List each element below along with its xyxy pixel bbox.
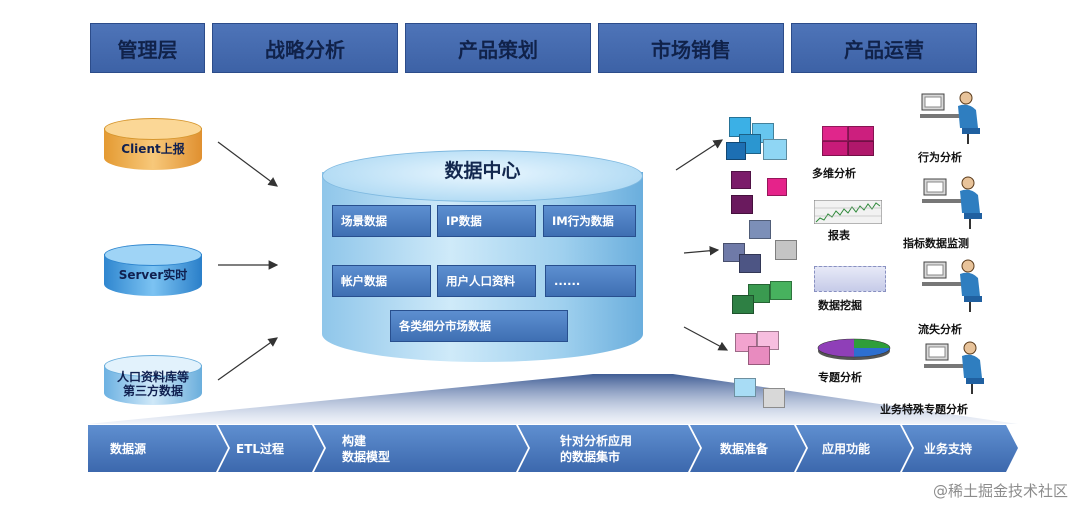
flow-chevron bbox=[690, 425, 806, 472]
source-client: Client上报 bbox=[104, 118, 202, 170]
flow-step-source: 数据源 bbox=[110, 441, 147, 456]
source-label: 人口资料库等 第三方数据 bbox=[116, 370, 189, 398]
arrow bbox=[675, 139, 724, 171]
arrow bbox=[683, 326, 729, 351]
arrow bbox=[217, 141, 278, 187]
tab-label: 产品策划 bbox=[458, 37, 538, 62]
dc-box-segment-market: 各类细分市场数据 bbox=[390, 310, 568, 342]
analysis-label: 专题分析 bbox=[818, 371, 862, 384]
tab-product-planning: 产品策划 bbox=[405, 23, 591, 73]
tab-strategy: 战略分析 bbox=[212, 23, 398, 73]
dc-box-more: ...... bbox=[545, 265, 636, 297]
flow-chevron bbox=[314, 425, 528, 472]
flow-step-prepare: 数据准备 bbox=[720, 441, 769, 456]
user-label: 流失分析 bbox=[918, 323, 962, 336]
analysis-label: 数据挖掘 bbox=[818, 299, 862, 312]
flow-chevron bbox=[518, 425, 700, 472]
source-label: Server实时 bbox=[118, 268, 188, 282]
flow-chevron bbox=[218, 425, 324, 472]
user-label: 业务特殊专题分析 bbox=[880, 403, 968, 416]
user-at-computer-icon bbox=[922, 176, 982, 229]
user-at-computer-icon bbox=[924, 341, 984, 394]
analysis-label: 多维分析 bbox=[812, 167, 856, 180]
tab-market-sales: 市场销售 bbox=[598, 23, 784, 73]
user-label: 指标数据监测 bbox=[903, 237, 969, 250]
arrow bbox=[683, 245, 720, 256]
dc-box-demographics: 用户人口资料 bbox=[437, 265, 536, 297]
flow-step-function: 应用功能 bbox=[822, 441, 871, 456]
analysis-label: 报表 bbox=[828, 229, 850, 242]
tab-label: 市场销售 bbox=[651, 37, 731, 62]
data-mining-icon bbox=[814, 266, 886, 292]
tab-label: 产品运营 bbox=[844, 37, 924, 62]
projection-wedge bbox=[88, 374, 1018, 424]
flow-chevron bbox=[796, 425, 912, 472]
watermark: @稀土掘金技术社区 bbox=[932, 482, 1068, 500]
tab-management: 管理层 bbox=[90, 23, 205, 73]
source-third-party: 人口资料库等 第三方数据 bbox=[104, 355, 202, 405]
process-flow-bar bbox=[88, 425, 1018, 472]
tab-label: 管理层 bbox=[117, 37, 178, 62]
dc-box-ip: IP数据 bbox=[437, 205, 536, 237]
dc-box-scene: 场景数据 bbox=[332, 205, 431, 237]
source-label: Client上报 bbox=[121, 142, 185, 156]
tab-product-operation: 产品运营 bbox=[791, 23, 977, 73]
flow-chevron bbox=[902, 425, 1018, 472]
data-center-top bbox=[322, 150, 643, 202]
user-at-computer-icon bbox=[922, 259, 982, 312]
flow-chevron bbox=[88, 425, 228, 472]
dc-box-account: 帐户数据 bbox=[332, 265, 431, 297]
flow-step-etl: ETL过程 bbox=[236, 441, 285, 456]
data-center-title: 数据中心 bbox=[444, 160, 521, 182]
tab-label: 战略分析 bbox=[265, 37, 345, 62]
flow-step-support: 业务支持 bbox=[924, 441, 973, 456]
user-label: 行为分析 bbox=[918, 151, 962, 164]
dc-box-im: IM行为数据 bbox=[543, 205, 636, 237]
flow-step-datamart: 针对分析应用 的数据集市 bbox=[560, 433, 633, 464]
arrow bbox=[217, 337, 278, 381]
user-at-computer-icon bbox=[920, 91, 980, 144]
source-server: Server实时 bbox=[104, 244, 202, 296]
report-chart-icon bbox=[814, 200, 882, 224]
flow-step-model: 构建 数据模型 bbox=[342, 433, 391, 464]
pie-chart-icon bbox=[817, 338, 891, 360]
